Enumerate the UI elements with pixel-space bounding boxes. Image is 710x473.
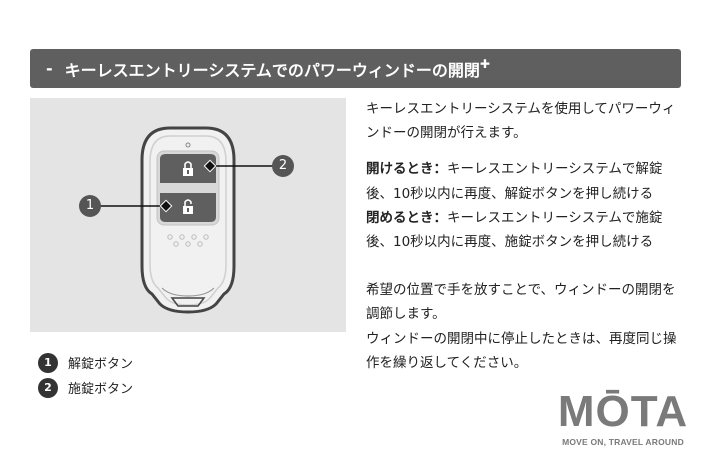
adjust-text: 希望の位置で手を放すことで、ウィンドーの開閉を調節します。 — [366, 282, 676, 323]
open-instruction: 開けるとき：キーレスエントリーシステムで解錠後、10秒以内に再度、解錠ボタンを押… — [366, 157, 688, 205]
instructions: キーレスエントリーシステムを使用してパワーウィンドーの開閉が行えます。 開けると… — [366, 97, 688, 375]
section-header: - キーレスエントリーシステムでのパワーウィンドーの開閉 ✚ — [30, 49, 681, 88]
number-badge: 2 — [38, 377, 58, 398]
mota-tagline: MOVE ON, TRAVEL AROUND — [562, 437, 684, 447]
callout-2-label: 2 — [278, 158, 288, 173]
key-fob-icon — [79, 126, 294, 314]
close-label: 閉めるとき： — [366, 209, 447, 226]
button-legend: 1 解錠ボタン 2 施錠ボタン — [38, 350, 133, 400]
key-fob-illustration: 2 1 — [30, 98, 346, 332]
legend-label: 施錠ボタン — [68, 382, 134, 397]
close-text: キーレスエントリーシステムで施錠後、10秒以内に再度、施錠ボタンを押し続ける — [366, 209, 663, 251]
close-instruction: 閉めるとき：キーレスエントリーシステムで施錠後、10秒以内に再度、施錠ボタンを押… — [366, 206, 688, 254]
legend-label: 解錠ボタン — [68, 357, 134, 372]
header-dash: - — [46, 59, 53, 78]
intro-text: キーレスエントリーシステムを使用してパワーウィンドーの開閉が行えます。 — [366, 101, 676, 142]
mota-watermark: MŌTA MOVE ON, TRAVEL AROUND — [553, 387, 693, 448]
legend-item-lock: 2 施錠ボタン — [38, 375, 133, 400]
callout-1-label: 1 — [85, 198, 95, 213]
open-label: 開けるとき： — [366, 161, 447, 178]
section-title: キーレスエントリーシステムでのパワーウィンドーの開閉 — [64, 60, 480, 80]
mota-logo: MŌTA — [557, 387, 689, 436]
open-text: キーレスエントリーシステムで解錠後、10秒以内に再度、解錠ボタンを押し続ける — [366, 161, 663, 202]
number-badge: 1 — [38, 352, 58, 373]
legend-item-unlock: 1 解錠ボタン — [38, 350, 133, 375]
plus-icon: ✚ — [479, 56, 490, 71]
repeat-text: ウィンドーの開閉中に停止したときは、再度同じ操作を繰り返してください。 — [366, 330, 677, 371]
